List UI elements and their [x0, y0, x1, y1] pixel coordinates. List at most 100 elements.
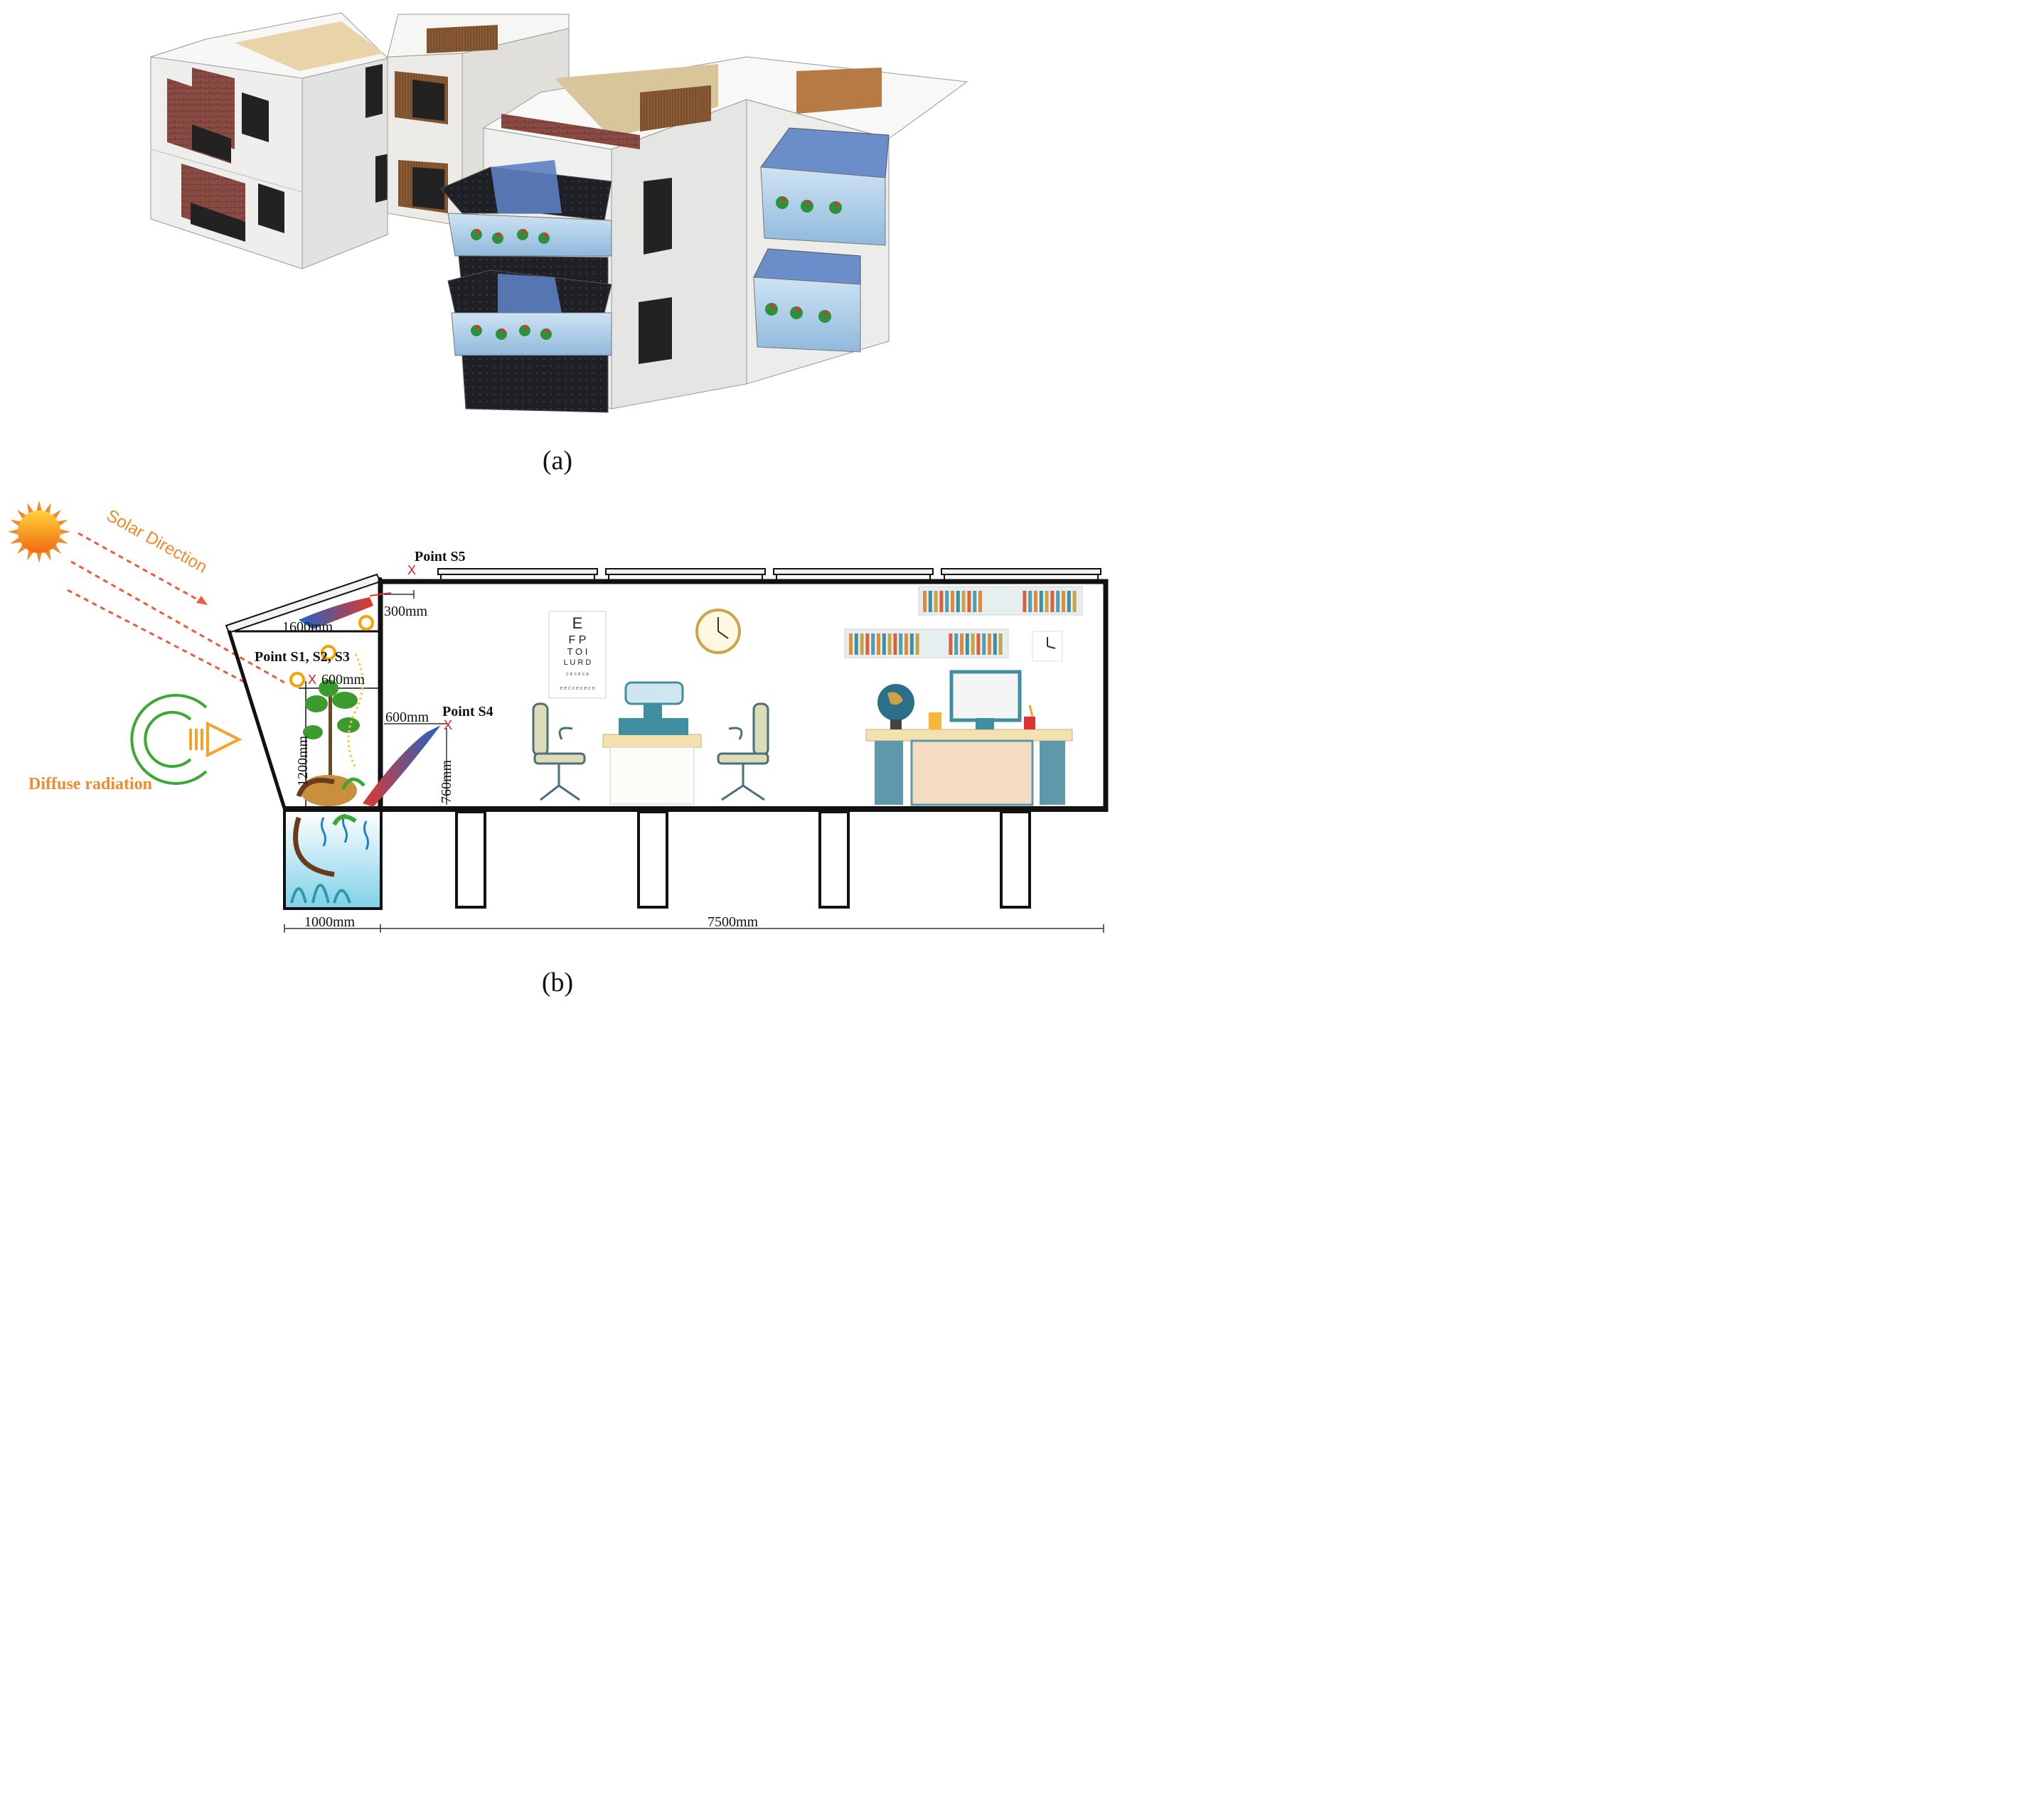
dim-600mm-top: 600mm — [321, 672, 365, 687]
sun-ray — [8, 529, 18, 535]
panel-b-caption: (b) — [542, 968, 573, 997]
point-s1-s2-s3-label: Point S1, S2, S3 — [255, 649, 350, 665]
point-s5-mark: X — [407, 563, 416, 577]
book — [934, 591, 938, 612]
book — [871, 633, 875, 655]
panel-b-section-diagram: Solar Direction Diffuse radiation — [8, 500, 1109, 933]
dim-1600mm: 1600mm — [282, 619, 333, 635]
book — [882, 633, 886, 655]
diffuse-arrow-icon — [189, 721, 242, 758]
sun-ray — [27, 503, 33, 513]
dotted-airflow — [347, 653, 364, 769]
water-tank — [283, 809, 383, 910]
diffuse-radiation-icon — [130, 694, 208, 785]
book — [967, 591, 971, 612]
book — [860, 633, 864, 655]
small-clock-icon — [1032, 631, 1063, 662]
eye-chart-line-1: E — [572, 614, 583, 632]
sun-ray — [27, 550, 33, 561]
book — [982, 633, 986, 655]
book — [961, 591, 966, 612]
figure: (a) Solar Direction Diffuse radia — [8, 12, 1109, 997]
book — [1039, 591, 1043, 612]
book — [971, 633, 975, 655]
rotation-markers — [289, 615, 374, 687]
book — [1028, 591, 1032, 612]
book — [954, 633, 959, 655]
book — [904, 633, 908, 655]
book — [887, 633, 892, 655]
plant-icon — [296, 680, 365, 826]
book — [865, 633, 870, 655]
dim-300mm: 300mm — [384, 604, 428, 619]
dim-1000mm: 1000mm — [304, 914, 356, 930]
diffuse-radiation-label: Diffuse radiation — [28, 775, 152, 793]
book — [939, 591, 944, 612]
sun-ray — [52, 545, 62, 555]
sun-ray — [45, 503, 51, 513]
book — [1067, 591, 1071, 612]
dim-1200mm: 1200mm — [295, 735, 311, 786]
sun-icon — [8, 500, 70, 563]
book — [854, 633, 858, 655]
wall-clock-icon — [695, 609, 741, 654]
book — [928, 591, 932, 612]
sun-ray — [10, 537, 21, 544]
book — [978, 591, 982, 612]
eye-chart: E F P T O I L U R D c e c e c a e e c c … — [548, 611, 607, 699]
sun-ray — [60, 529, 70, 535]
book — [973, 591, 977, 612]
eye-chart-line-5: c e c e c a — [566, 672, 589, 677]
dim-600mm-side: 600mm — [385, 710, 429, 725]
point-s1-mark: X — [308, 673, 316, 687]
book — [915, 633, 919, 655]
book — [993, 633, 997, 655]
book — [849, 633, 853, 655]
point-s5-label: Point S5 — [415, 549, 466, 564]
chair-right-icon — [717, 702, 769, 801]
book — [965, 633, 969, 655]
sun-ray — [16, 545, 26, 555]
book — [976, 633, 981, 655]
book — [988, 633, 991, 655]
book — [945, 591, 949, 612]
book — [1072, 591, 1077, 612]
eye-chart-line-2: F P — [569, 634, 587, 646]
airflow-side — [363, 725, 441, 807]
exam-desk — [602, 681, 702, 805]
roof-panels — [437, 568, 1101, 580]
sun-ray — [36, 500, 42, 511]
bookshelves — [844, 586, 1083, 658]
book — [998, 633, 1003, 655]
book — [1056, 591, 1060, 612]
book — [1050, 591, 1055, 612]
book — [956, 591, 960, 612]
pv-greenhouse-left — [440, 160, 612, 413]
sun-ray — [10, 520, 21, 526]
sun-ray — [36, 552, 42, 563]
sun-ray — [45, 550, 51, 561]
sun-ray — [58, 520, 68, 526]
book — [923, 591, 927, 612]
book — [960, 633, 964, 655]
greenhouse-right — [753, 127, 890, 353]
solar-direction-label: Solar Direction — [103, 506, 210, 577]
chair-left-icon — [532, 702, 586, 801]
eye-chart-line-3: T O I — [567, 646, 588, 657]
sun-ray — [58, 537, 68, 544]
eye-chart-line-4: L U R D — [564, 658, 592, 667]
office-desk — [865, 670, 1073, 806]
book — [1034, 591, 1037, 612]
book — [899, 633, 903, 655]
sun-ray — [16, 509, 26, 519]
book — [909, 633, 914, 655]
airflow-top — [299, 597, 373, 629]
dimension-lines — [284, 590, 1104, 933]
book — [1045, 591, 1049, 612]
sun-ray — [52, 509, 62, 519]
left-block — [150, 12, 390, 269]
dim-760mm: 760mm — [439, 759, 454, 803]
solar-ray-arrowheads — [196, 596, 208, 605]
book — [1062, 591, 1065, 612]
panel-a-building-model — [150, 12, 968, 413]
